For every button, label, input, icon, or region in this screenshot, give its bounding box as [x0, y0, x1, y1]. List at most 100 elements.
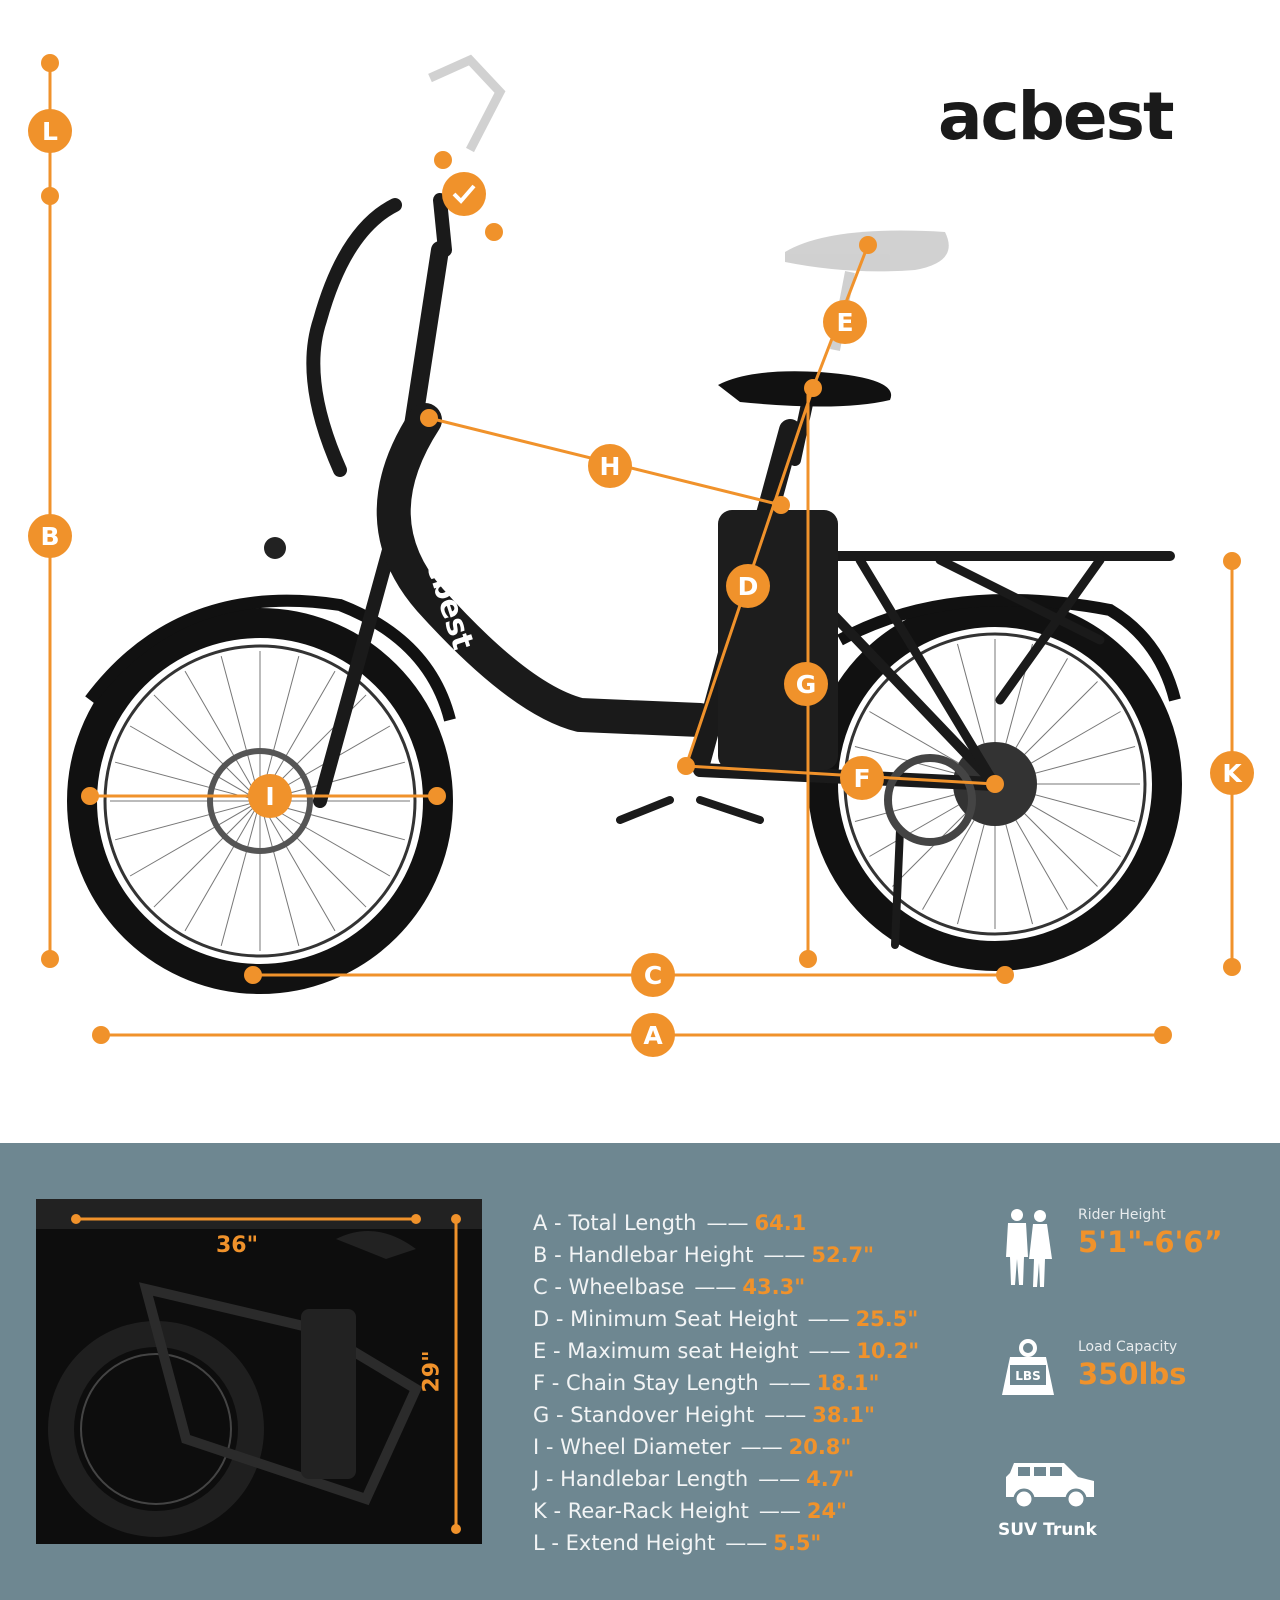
- spec-value: 52.7": [811, 1243, 875, 1267]
- spec-value: 64.1: [754, 1211, 807, 1235]
- dimension-endpoint: [81, 787, 99, 805]
- marker-letter: H: [600, 452, 621, 481]
- spec-dash: ——: [758, 1499, 801, 1523]
- spec-value: 43.3": [742, 1275, 806, 1299]
- people-icon: [1006, 1209, 1052, 1287]
- marker-e: E: [823, 300, 867, 344]
- extended-ghost: [428, 54, 949, 351]
- spec-row-l: L - Extend Height——5.5": [533, 1531, 822, 1555]
- spec-dash: ——: [764, 1403, 807, 1427]
- weight-icon-text: LBS: [1015, 1369, 1040, 1383]
- brand-logo: acbest: [938, 78, 1175, 155]
- marker-d: D: [726, 564, 770, 608]
- spec-value: 24": [806, 1499, 847, 1523]
- spec-label: Minimum Seat Height: [570, 1307, 798, 1331]
- spec-dash: ——: [807, 1307, 850, 1331]
- spec-row-d: D - Minimum Seat Height——25.5": [533, 1307, 919, 1331]
- spec-value: 5.5": [773, 1531, 822, 1555]
- dimension-endpoint: [244, 966, 262, 984]
- dimension-endpoint: [986, 775, 1004, 793]
- spec-label: Extend Height: [565, 1531, 716, 1555]
- spec-dash: ——: [740, 1435, 783, 1459]
- spec-key: G: [533, 1403, 550, 1427]
- dimension-endpoint: [434, 151, 452, 169]
- spec-label: Handlebar Height: [568, 1243, 754, 1267]
- dimension-endpoint: [996, 966, 1014, 984]
- folded-bike-illustration: [36, 1199, 482, 1537]
- spec-key: C: [533, 1275, 548, 1299]
- suv-trunk-caption: SUV Trunk: [998, 1520, 1097, 1540]
- spoke: [220, 800, 261, 947]
- dimension-endpoint: [41, 950, 59, 968]
- dimension-endpoint: [41, 187, 59, 205]
- spec-key: B: [533, 1243, 548, 1267]
- dimension-endpoint: [677, 757, 695, 775]
- spoke: [153, 694, 261, 802]
- spec-key: F: [533, 1371, 546, 1395]
- spec-row-j: J - Handlebar Length——4.7": [533, 1467, 855, 1491]
- dimension-endpoints: [41, 54, 1241, 1044]
- marker-letter: E: [836, 308, 853, 337]
- marker-letter: K: [1222, 759, 1243, 788]
- spec-dash: ——: [808, 1339, 851, 1363]
- marker-k: K: [1210, 751, 1254, 795]
- spec-key: I: [533, 1435, 540, 1459]
- rear-cassette: [884, 754, 976, 846]
- spec-label: Wheel Diameter: [560, 1435, 731, 1459]
- folded-height-label: 29": [419, 1350, 445, 1393]
- weight-icon: LBS: [1002, 1339, 1054, 1395]
- dimension-endpoint: [859, 236, 877, 254]
- load-capacity-caption: Load Capacity: [1078, 1339, 1178, 1355]
- dimension-endpoint: [804, 379, 822, 397]
- dimension-endpoint: [428, 787, 446, 805]
- check-icon: [452, 184, 476, 204]
- marker-letter: B: [40, 522, 59, 551]
- spec-key: A: [533, 1211, 548, 1235]
- spec-row-c: C - Wheelbase——43.3": [533, 1275, 806, 1299]
- spec-row-g: G - Standover Height——38.1": [533, 1403, 875, 1427]
- spec-key: K: [533, 1499, 547, 1523]
- spoke: [184, 670, 261, 802]
- spec-dash: ——: [763, 1243, 806, 1267]
- spec-dash: ——: [694, 1275, 737, 1299]
- suv-icon: [1006, 1463, 1094, 1510]
- spec-row-i: I - Wheel Diameter——20.8": [533, 1435, 852, 1459]
- spoke: [259, 800, 367, 908]
- rider-height-feature: Rider Height 5'1"-6'6”: [1000, 1207, 1223, 1291]
- dimension-endpoint: [92, 1026, 110, 1044]
- marker-letter: D: [738, 572, 759, 601]
- marker-letter: I: [265, 782, 274, 811]
- spec-label: Maximum seat Height: [567, 1339, 799, 1363]
- marker-letter: L: [42, 117, 58, 146]
- dimension-endpoint: [1223, 958, 1241, 976]
- suv-trunk-feature: [1002, 1461, 1098, 1515]
- spec-value: 10.2": [856, 1339, 920, 1363]
- headlight: [264, 537, 286, 559]
- marker-c: C: [631, 953, 675, 997]
- handlebar-marker: [442, 172, 486, 216]
- spoke: [220, 655, 261, 802]
- battery: [718, 510, 838, 770]
- spec-dash: ——: [758, 1467, 801, 1491]
- spec-label: Chain Stay Length: [566, 1371, 759, 1395]
- spec-value: 38.1": [812, 1403, 875, 1427]
- spoke: [129, 725, 261, 802]
- marker-l: L: [28, 109, 72, 153]
- spec-value: 4.7": [806, 1467, 855, 1491]
- marker-g: G: [784, 662, 828, 706]
- spec-label: Standover Height: [570, 1403, 755, 1427]
- spoke: [184, 800, 261, 932]
- spec-key: J: [533, 1467, 540, 1491]
- marker-letter: C: [644, 961, 662, 990]
- spoke: [153, 800, 261, 908]
- rider-height-caption: Rider Height: [1078, 1207, 1166, 1223]
- rider-height-value: 5'1"-6'6”: [1078, 1225, 1223, 1259]
- dimension-lines: [48, 63, 1234, 1037]
- spec-key: D: [533, 1307, 550, 1331]
- dimension-endpoint: [1154, 1026, 1172, 1044]
